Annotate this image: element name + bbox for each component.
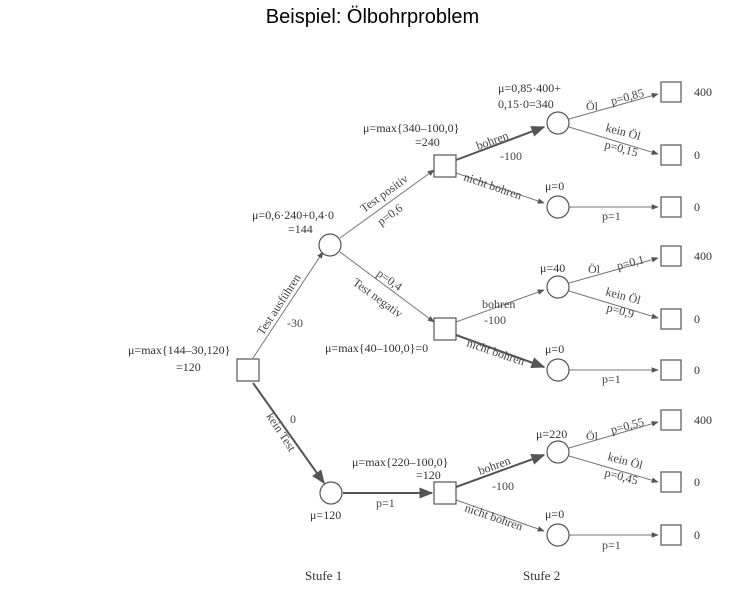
label-notest-nicht-p1: p=1: [602, 538, 621, 552]
label-neg-oel: Öl: [588, 262, 601, 276]
payoff-a3: 0: [694, 200, 700, 214]
stage-1-label: Stufe 1: [305, 568, 342, 583]
payoff-b3: 0: [694, 363, 700, 377]
terminal-node-c1: [660, 409, 682, 431]
payoff-c2: 0: [694, 475, 700, 489]
edge-test-positiv: [339, 169, 435, 239]
payoff-c1: 400: [694, 413, 712, 427]
edge-neg-bohren: [455, 289, 545, 323]
payoff-b1: 400: [694, 249, 712, 263]
neg-decision-mu: μ=max{40–100,0}=0: [325, 341, 428, 355]
edge-test-negativ: [339, 251, 435, 323]
root-mu-1: μ=max{144–30,120}: [128, 343, 230, 357]
label-notest-oel: Öl: [586, 429, 599, 443]
label-neg-nicht-p1: p=1: [602, 372, 621, 386]
label-notest-p055: p=0,55: [609, 415, 645, 437]
chance-node-notest-nicht: [546, 523, 570, 547]
label-notest-nicht-bohren: nicht bohren: [463, 501, 525, 534]
decision-node-root: [236, 358, 260, 382]
payoff-a2: 0: [694, 148, 700, 162]
notest-decision-mu-1: μ=max{220–100,0}: [352, 455, 448, 469]
label-neg-bohren: bohren: [482, 297, 515, 311]
edge-test-ausfuehren: [252, 251, 324, 359]
decision-node-negativ: [433, 317, 457, 341]
notest-chance-mu: μ=120: [310, 508, 341, 522]
pos-nicht-mu: μ=0: [545, 179, 564, 193]
pos-bohren-mu-2: 0,15·0=340: [498, 97, 554, 111]
edge-pos-kein-oel: [568, 126, 659, 155]
label-cost-30: -30: [287, 316, 303, 330]
label-neg-minus100: -100: [484, 313, 506, 327]
label-cost-0: 0: [290, 412, 296, 426]
edge-pos-nicht-bohren: [455, 172, 545, 204]
label-neg-p09: p=0,9: [605, 300, 635, 321]
terminal-node-a1: [660, 81, 682, 103]
payoff-c3: 0: [694, 528, 700, 542]
label-neg-p01: p=0,1: [615, 252, 645, 273]
edge-neg-oel: [568, 257, 659, 284]
terminal-node-c3: [660, 524, 682, 546]
label-notest-minus100: -100: [492, 479, 514, 493]
label-neg-nicht-bohren: nicht bohren: [465, 336, 527, 369]
chance-node-kein-test: [319, 481, 343, 505]
terminal-node-a3: [660, 196, 682, 218]
notest-bohren-mu: μ=220: [536, 427, 567, 441]
edge-pos-bohren: [455, 126, 546, 161]
edge-notest-oel: [568, 421, 659, 449]
chance-node-neg-bohren: [546, 275, 570, 299]
notest-nicht-mu: μ=0: [545, 507, 564, 521]
edge-kein-test: [252, 382, 325, 485]
label-pos-minus100: -100: [500, 149, 522, 163]
chance-node-pos-bohren: [546, 111, 570, 135]
edge-pos-oel: [568, 93, 659, 120]
chance-node-test: [318, 233, 342, 257]
test-chance-mu-1: μ=0,6·240+0,4·0: [252, 208, 334, 222]
terminal-node-a2: [660, 144, 682, 166]
label-pos-nicht-p1: p=1: [602, 209, 621, 223]
test-chance-mu-2: =144: [288, 222, 313, 236]
terminal-node-b2: [660, 308, 682, 330]
page-title: Beispiel: Ölbohrproblem: [265, 6, 480, 28]
chance-node-neg-nicht: [546, 358, 570, 382]
edge-neg-kein-oel: [568, 290, 659, 319]
neg-bohren-mu: μ=40: [540, 261, 565, 275]
label-pos-nicht-bohren: nicht bohren: [462, 170, 524, 203]
payoff-a1: 400: [694, 85, 712, 99]
label-pos-p085: p=0,85: [609, 86, 645, 108]
edge-neg-nicht-bohren: [455, 334, 546, 368]
label-pos-oel: Öl: [586, 99, 599, 113]
pos-bohren-mu-1: μ=0,85·400+: [498, 81, 561, 95]
pos-decision-mu-2: =240: [415, 135, 440, 149]
notest-decision-mu-2: =120: [416, 468, 441, 482]
root-mu-2: =120: [176, 360, 201, 374]
chance-node-notest-bohren: [546, 440, 570, 464]
terminal-node-c2: [660, 471, 682, 493]
terminal-node-b1: [660, 245, 682, 267]
terminal-node-b3: [660, 359, 682, 381]
label-p1-notest: p=1: [376, 496, 395, 510]
neg-nicht-mu: μ=0: [545, 342, 564, 356]
decision-node-positiv: [433, 154, 457, 178]
edge-notest-kein-oel: [568, 455, 659, 483]
pos-decision-mu-1: μ=max{340–100,0}: [363, 121, 459, 135]
edge-notest-nicht-bohren: [455, 499, 545, 532]
edge-notest-bohren: [455, 454, 546, 488]
chance-node-pos-nicht: [546, 195, 570, 219]
decision-node-kein-test: [433, 481, 457, 505]
stage-2-label: Stufe 2: [523, 568, 560, 583]
payoff-b2: 0: [694, 312, 700, 326]
